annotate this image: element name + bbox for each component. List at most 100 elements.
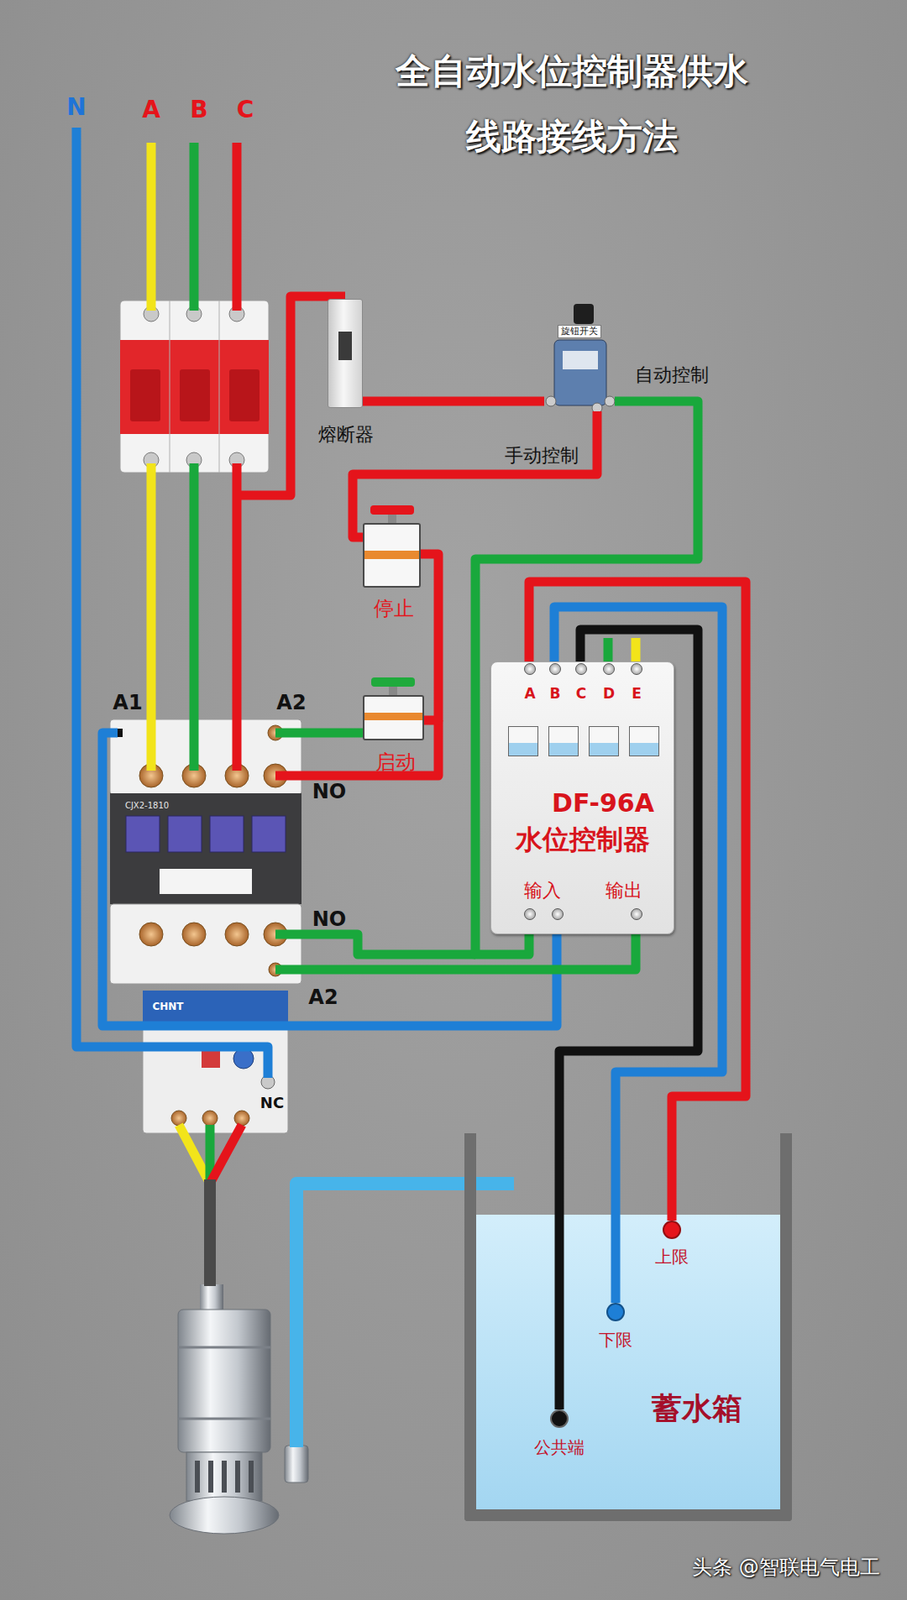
control-wire <box>275 934 636 970</box>
overload-relay <box>234 1111 250 1127</box>
submersible-pump <box>208 1461 214 1494</box>
model-number: DF-96A <box>551 789 655 818</box>
stop-button: 停止 <box>362 523 421 588</box>
component-label: 停止 <box>373 597 415 620</box>
circuit-breaker <box>169 300 171 473</box>
controller-icon <box>548 726 579 757</box>
submersible-pump <box>178 1310 271 1453</box>
controller-icon <box>508 726 539 757</box>
probe-label: 上限 <box>655 1247 689 1267</box>
tank-water <box>476 1215 781 1510</box>
terminal-screw <box>630 908 643 921</box>
phase-label: N <box>66 94 86 121</box>
terminal-screw <box>549 663 561 676</box>
phase-wire <box>189 463 200 771</box>
motor-wire <box>178 1125 210 1185</box>
terminal-label: 手动控制 <box>504 445 579 467</box>
terminal-stub <box>603 638 614 662</box>
contactor <box>167 816 202 853</box>
stop-button-cap <box>370 505 415 515</box>
connector-group <box>352 401 746 1411</box>
phase-wire <box>189 142 200 311</box>
phase-wire <box>232 142 242 311</box>
tank-label: 蓄水箱 <box>651 1392 743 1427</box>
component-label: 启动 <box>375 751 416 774</box>
probe-dot: 下限 <box>606 1303 625 1322</box>
terminal-label: A1 <box>112 692 142 714</box>
nameplate-text: 旋钮开关 <box>557 325 602 339</box>
phase-wire <box>146 463 157 771</box>
terminal-letter: C <box>576 686 587 703</box>
contactor <box>125 816 160 853</box>
circuit-breaker <box>219 300 221 473</box>
phase-wire <box>232 463 242 771</box>
overload-relay <box>142 990 289 1025</box>
rotary-switch <box>604 396 615 407</box>
contactor <box>110 904 302 985</box>
probe-dot: 公共端 <box>550 1410 569 1429</box>
device-name: 水位控制器 <box>515 825 651 855</box>
phase-label: B <box>189 97 208 124</box>
wire-connector <box>352 411 598 538</box>
terminal-label: A2 <box>276 692 306 714</box>
terminal-screw <box>602 663 615 676</box>
terminal-screw <box>630 663 643 676</box>
terminal-screw <box>524 663 536 676</box>
terminal-letter: D <box>602 686 615 703</box>
contactor <box>209 816 244 853</box>
controller-icon <box>588 726 619 757</box>
submersible-pump <box>169 1284 309 1535</box>
contactor <box>182 922 206 947</box>
start-button-cap <box>371 677 415 687</box>
terminal-label: NO <box>312 781 347 803</box>
stop-button-cap <box>370 505 415 525</box>
contactor <box>110 719 302 796</box>
circuit-breaker <box>120 300 269 473</box>
submersible-pump <box>284 1446 309 1484</box>
brand-mark: CHNT <box>152 1001 184 1013</box>
rotary-switch: 旋钮开关 <box>544 304 615 412</box>
start-button-cap <box>371 677 415 697</box>
probe-label: 公共端 <box>534 1438 585 1458</box>
terminal-label: 输出 <box>605 880 643 902</box>
terminal-label: NC <box>260 1095 284 1112</box>
terminal-screw <box>551 908 564 921</box>
probe-dot: 上限 <box>662 1221 682 1240</box>
submersible-pump <box>248 1461 254 1494</box>
overload-relay <box>233 1048 254 1070</box>
terminal-letter: A <box>524 686 535 703</box>
control-wire <box>275 934 476 955</box>
circuit-breaker <box>229 369 260 422</box>
controller-icon <box>629 726 660 757</box>
rotary-switch <box>573 304 594 325</box>
water-pipe <box>296 1184 514 1448</box>
terminal-label: A2 <box>308 986 338 1009</box>
submersible-pump <box>169 1497 279 1535</box>
rotary-switch <box>562 351 598 370</box>
rotary-switch <box>545 396 556 407</box>
phase-wire <box>146 142 157 311</box>
tank-water <box>476 1215 781 1510</box>
circuit-breaker <box>179 369 210 422</box>
watermark: 头条 @智联电气电工 <box>692 1557 881 1579</box>
contactor <box>225 922 249 947</box>
level-controller: ABCDEDF-96A水位控制器输入输出 <box>490 661 675 935</box>
probe-label: 下限 <box>598 1331 633 1350</box>
wire-connector <box>475 401 698 955</box>
submersible-pump <box>199 1284 224 1312</box>
contactor <box>110 719 302 985</box>
start-button: 启动 <box>362 695 425 741</box>
diagram-title: 全自动水位控制器供水 线路接线方法 <box>387 38 757 169</box>
contactor <box>110 793 302 905</box>
overload-relay <box>201 1049 221 1069</box>
terminal-stub <box>631 638 641 662</box>
submersible-pump <box>186 1452 263 1502</box>
circuit-breaker <box>130 369 161 422</box>
terminal-label: 输入 <box>524 880 561 902</box>
contactor <box>159 869 252 895</box>
contactor <box>251 816 286 853</box>
